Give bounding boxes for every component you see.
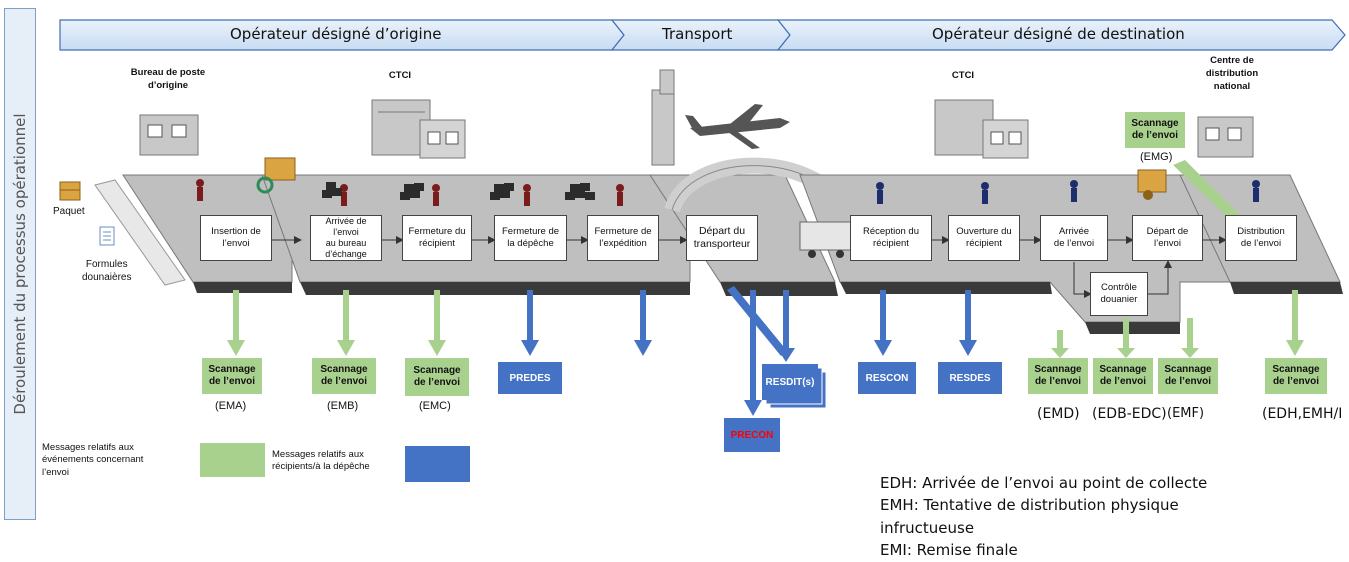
- scan-box-emc: Scannage de l’envoi: [405, 358, 469, 396]
- msg-resdes: RESDES: [938, 362, 1002, 394]
- legend-event-text: Messages relatifs aux événements concern…: [42, 442, 144, 478]
- step-item-departure: Départ de l’envoi: [1132, 215, 1203, 261]
- step-item-delivery: Distribution de l’envoi: [1225, 215, 1297, 261]
- step-receptacle-close: Fermeture du récipient: [402, 215, 472, 261]
- site-national-center: Centre de distribution national: [1205, 55, 1259, 92]
- forklift-parcel-icon: [256, 157, 296, 194]
- scan-box-emf: Scannage de l’envoi: [1158, 358, 1218, 394]
- scan-box-emd: Scannage de l’envoi: [1028, 358, 1088, 394]
- glossary-line-1: EDH: Arrivée de l’envoi au point de coll…: [880, 474, 1208, 492]
- package-pile-icons: [322, 182, 595, 200]
- band-origin: Opérateur désigné d’origine: [230, 25, 442, 43]
- code-emd: (EMD): [1037, 406, 1080, 422]
- worker-icons-dest: [876, 180, 1260, 204]
- legend-receptacle-text: Messages relatifs aux récipients/à la dé…: [272, 449, 370, 473]
- step-carrier-departure: Départ du transporteur: [686, 215, 758, 261]
- input-parcel-label: Paquet: [53, 206, 85, 217]
- process-side-label: Déroulement du processus opérationnel: [4, 8, 36, 520]
- forms-sheet: [94, 179, 186, 286]
- glossary-line-2: EMH: Tentative de distribution physique: [880, 496, 1179, 514]
- code-emb: (EMB): [327, 400, 359, 412]
- step-receptacle-reception: Réception du récipient: [850, 215, 932, 261]
- truck-icon: [799, 221, 853, 258]
- msg-predes: PREDES: [498, 362, 562, 394]
- site-origin-post-office: Bureau de poste d’origine: [130, 67, 206, 91]
- event-arrows: [227, 160, 1304, 358]
- worker-icons: [196, 179, 624, 206]
- glossary-line-3: infructueuse: [880, 519, 975, 537]
- post-office-building-icon: [139, 114, 199, 156]
- scan-box-edb-edc: Scannage de l’envoi: [1093, 358, 1153, 394]
- code-ema: (EMA): [215, 400, 247, 412]
- process-side-label-text: Déroulement du processus opérationnel: [11, 113, 29, 415]
- legend-event-swatch: [200, 443, 265, 477]
- step-shipment-close: Fermeture de l’expédition: [587, 215, 659, 261]
- scan-box-ema: Scannage de l’envoi: [202, 358, 262, 394]
- scan-box-emb: Scannage de l’envoi: [312, 358, 376, 394]
- parcels-dest-icon: [1137, 169, 1167, 200]
- code-edh: (EDH,EMH/I: [1262, 406, 1343, 422]
- ctci-origin-building-icon: [371, 99, 466, 159]
- receptacle-arrows: [521, 286, 977, 416]
- flow-arrows: [272, 236, 1227, 298]
- parcel-icon: [59, 181, 81, 201]
- band-destination: Opérateur désigné de destination: [932, 25, 1185, 43]
- code-emf: (EMF): [1167, 406, 1205, 421]
- airplane-icon: [685, 104, 790, 149]
- step-dispatch-close: Fermeture de la dépêche: [494, 215, 567, 261]
- top-band: [59, 19, 1346, 51]
- step-item-arrival: Arrivée de l’envoi: [1040, 215, 1108, 261]
- code-emc: (EMC): [419, 400, 451, 412]
- ctci-dest-building-icon: [934, 99, 1029, 159]
- glossary-line-4: EMI: Remise finale: [880, 541, 1018, 559]
- control-tower-icon: [651, 69, 675, 166]
- step-customs-control: Contrôle douanier: [1090, 272, 1148, 316]
- code-emg: (EMG): [1140, 151, 1173, 163]
- input-forms-label: Formules dounaières: [82, 259, 132, 283]
- step-arrival-exchange: Arrivée de l’envoi au bureau d’échange: [310, 215, 382, 261]
- code-edb-edc: (EDB-EDC): [1092, 406, 1167, 422]
- national-center-building-icon: [1197, 116, 1254, 158]
- step-insertion: Insertion de l’envoi: [200, 215, 272, 261]
- msg-precon: PRECON: [724, 418, 780, 452]
- scan-box-emg: Scannage de l’envoi: [1125, 112, 1185, 148]
- scan-box-edh: Scannage de l’envoi: [1265, 358, 1327, 394]
- site-ctci-dest: CTCI: [951, 70, 975, 81]
- forms-icon: [99, 226, 115, 246]
- legend-receptacle-swatch: [405, 446, 470, 482]
- site-ctci-origin: CTCI: [388, 70, 412, 81]
- step-receptacle-opening: Ouverture du récipient: [948, 215, 1020, 261]
- msg-resdit: RESDIT(s): [762, 364, 818, 400]
- msg-rescon: RESCON: [858, 362, 916, 394]
- band-transport: Transport: [662, 25, 733, 43]
